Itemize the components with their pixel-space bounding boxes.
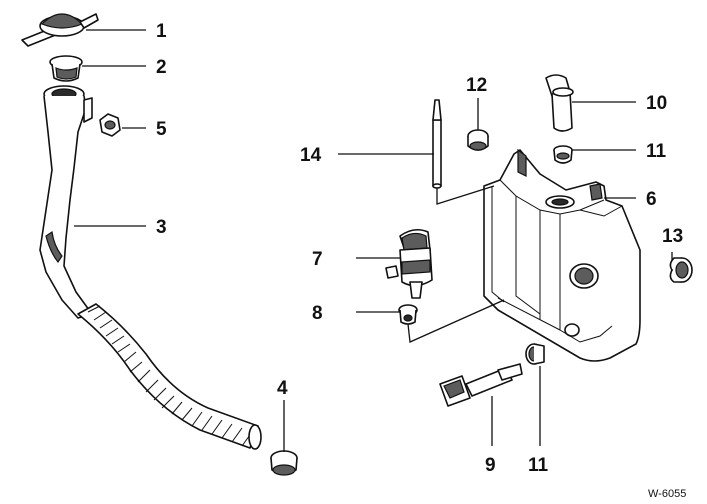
corrugated-hose-part <box>77 303 262 450</box>
callout-10: 10 <box>646 93 667 114</box>
plug-part <box>270 450 298 476</box>
strainer-part <box>49 55 83 82</box>
callout-1: 1 <box>156 21 167 42</box>
callout-7: 7 <box>312 249 323 270</box>
nut-part <box>99 113 121 137</box>
leader-lines <box>74 29 673 452</box>
seal-top-part <box>553 145 573 164</box>
callout-8: 8 <box>312 303 323 324</box>
pump-grommet-part <box>398 304 418 325</box>
callout-11-top: 11 <box>646 141 667 162</box>
callout-9: 9 <box>485 455 496 476</box>
callout-11-bottom: 11 <box>528 455 549 476</box>
grommet-part <box>467 129 489 151</box>
filler-cap-part <box>21 13 99 47</box>
level-sensor-part <box>545 74 574 132</box>
seal-bottom-part <box>525 343 545 365</box>
level-rod-part <box>432 99 442 189</box>
callout-6: 6 <box>646 189 657 210</box>
callout-3: 3 <box>156 217 167 238</box>
diagram-code: W-6055 <box>648 488 686 500</box>
washer-pump-part <box>385 228 433 299</box>
callout-4: 4 <box>277 378 288 399</box>
callout-5: 5 <box>156 119 167 140</box>
callout-14: 14 <box>300 145 322 166</box>
callout-13: 13 <box>662 226 683 247</box>
filler-neck-part <box>39 85 93 319</box>
washer-tank-part <box>483 148 641 362</box>
callout-2: 2 <box>156 57 167 78</box>
connector-part <box>439 363 523 407</box>
side-grommet-part <box>669 257 693 283</box>
callout-12: 12 <box>466 75 487 96</box>
